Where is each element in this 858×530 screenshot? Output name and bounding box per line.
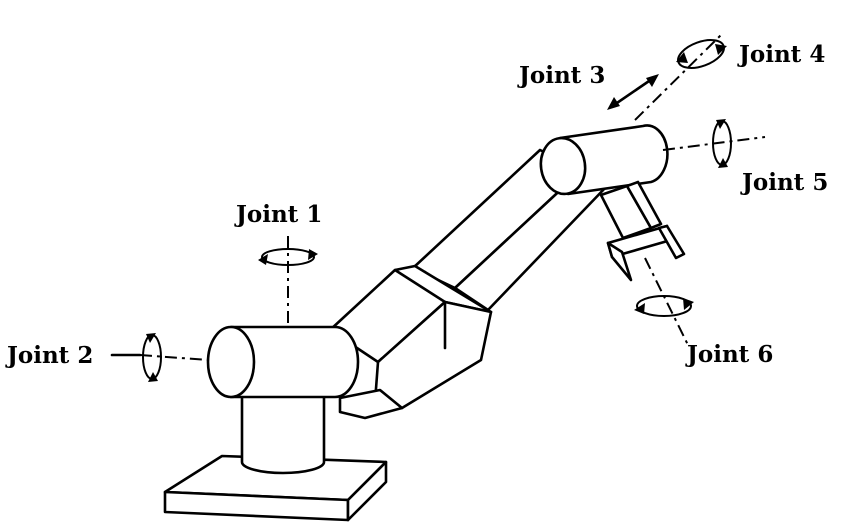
joint1-axis (258, 236, 318, 327)
wrist-cylinder (539, 124, 669, 196)
joint2-axis (110, 333, 209, 382)
base-plate (163, 454, 388, 522)
joint4-label: Joint 4 (737, 41, 825, 68)
pedestal (240, 392, 326, 475)
joint1-label: Joint 1 (234, 201, 322, 228)
joint6-label: Joint 6 (685, 341, 773, 368)
lower-arm-box (328, 264, 493, 420)
joint3-label: Joint 3 (517, 62, 605, 89)
shoulder-cylinder (206, 325, 360, 399)
joint3-arrow (607, 74, 659, 110)
joint5-label: Joint 5 (740, 169, 828, 196)
joint6-axis (634, 257, 694, 346)
joint4-axis (634, 33, 727, 121)
gripper (599, 180, 686, 282)
joint2-label: Joint 2 (5, 342, 93, 369)
joint5-axis (662, 119, 766, 168)
